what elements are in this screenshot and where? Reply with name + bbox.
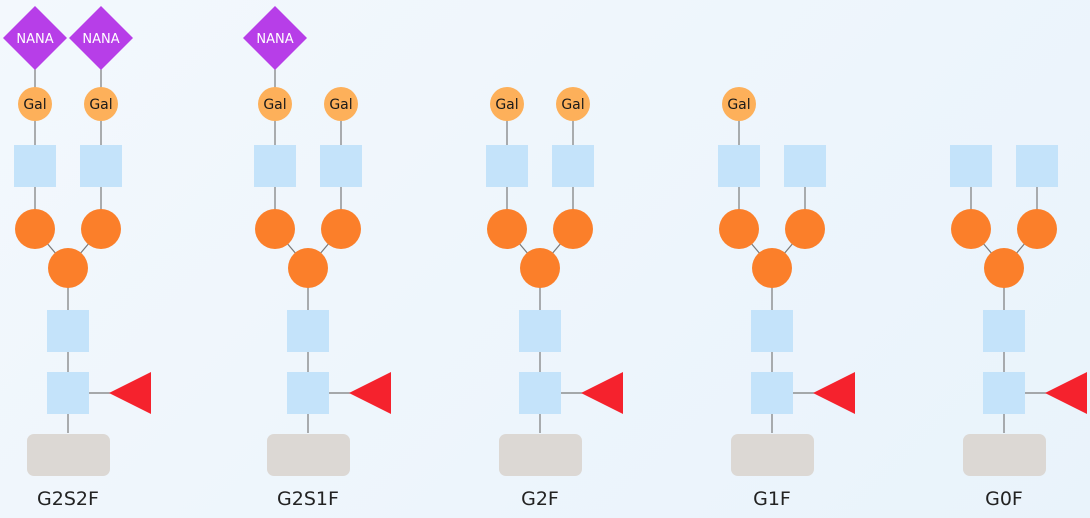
arm-glcnac-square xyxy=(80,145,122,187)
arm-mannose-circle xyxy=(553,209,593,249)
core-mannose-circle xyxy=(520,248,560,288)
galactose-circle xyxy=(84,87,118,121)
core-mannose-circle xyxy=(288,248,328,288)
galactose-circle xyxy=(324,87,358,121)
sialic-acid-diamond xyxy=(243,6,307,70)
core-glcnac-square xyxy=(983,310,1025,352)
core-glcnac-square xyxy=(519,310,561,352)
reducing-end-base xyxy=(267,434,350,476)
core-glcnac-square xyxy=(287,310,329,352)
core-mannose-circle xyxy=(48,248,88,288)
galactose-circle xyxy=(490,87,524,121)
glycan-name-label: G2S2F xyxy=(37,488,99,510)
glycan-g0f: G0F xyxy=(950,145,1087,510)
fucose-triangle-icon xyxy=(1045,372,1087,414)
reducing-end-base xyxy=(27,434,110,476)
arm-mannose-circle xyxy=(15,209,55,249)
arm-mannose-circle xyxy=(321,209,361,249)
galactose-circle xyxy=(722,87,756,121)
galactose-label: Gal xyxy=(495,97,518,113)
core-glcnac-square xyxy=(47,310,89,352)
arm-glcnac-square xyxy=(718,145,760,187)
arm-mannose-circle xyxy=(1017,209,1057,249)
arm-mannose-circle xyxy=(81,209,121,249)
glycan-name-label: G1F xyxy=(753,488,791,510)
galactose-label: Gal xyxy=(89,97,112,113)
glycan-name-label: G2F xyxy=(521,488,559,510)
arm-glcnac-square xyxy=(254,145,296,187)
arm-mannose-circle xyxy=(719,209,759,249)
reducing-end-base xyxy=(731,434,814,476)
arm-mannose-circle xyxy=(487,209,527,249)
sialic-acid-label: NANA xyxy=(16,32,53,47)
fucose-triangle-icon xyxy=(109,372,151,414)
fucose-triangle-icon xyxy=(813,372,855,414)
arm-mannose-circle xyxy=(785,209,825,249)
galactose-label: Gal xyxy=(561,97,584,113)
glycan-name-label: G0F xyxy=(985,488,1023,510)
core-mannose-circle xyxy=(984,248,1024,288)
core-glcnac-square xyxy=(519,372,561,414)
arm-glcnac-square xyxy=(784,145,826,187)
galactose-circle xyxy=(258,87,292,121)
fucose-triangle-icon xyxy=(581,372,623,414)
arm-glcnac-square xyxy=(486,145,528,187)
arm-glcnac-square xyxy=(14,145,56,187)
galactose-label: Gal xyxy=(329,97,352,113)
galactose-circle xyxy=(18,87,52,121)
galactose-circle xyxy=(556,87,590,121)
reducing-end-base xyxy=(963,434,1046,476)
sialic-acid-diamond xyxy=(69,6,133,70)
core-glcnac-square xyxy=(287,372,329,414)
sialic-acid-diamond xyxy=(3,6,67,70)
sialic-acid-label: NANA xyxy=(256,32,293,47)
core-glcnac-square xyxy=(983,372,1025,414)
arm-mannose-circle xyxy=(255,209,295,249)
glycan-g2s2f: Gal NANA Gal NANA G2S2F xyxy=(3,6,151,510)
glycan-name-label: G2S1F xyxy=(277,488,339,510)
core-mannose-circle xyxy=(752,248,792,288)
reducing-end-base xyxy=(499,434,582,476)
galactose-label: Gal xyxy=(263,97,286,113)
core-glcnac-square xyxy=(751,372,793,414)
arm-glcnac-square xyxy=(950,145,992,187)
arm-glcnac-square xyxy=(1016,145,1058,187)
arm-glcnac-square xyxy=(320,145,362,187)
fucose-triangle-icon xyxy=(349,372,391,414)
core-glcnac-square xyxy=(47,372,89,414)
galactose-label: Gal xyxy=(23,97,46,113)
arm-glcnac-square xyxy=(552,145,594,187)
core-glcnac-square xyxy=(751,310,793,352)
galactose-label: Gal xyxy=(727,97,750,113)
arm-mannose-circle xyxy=(951,209,991,249)
sialic-acid-label: NANA xyxy=(82,32,119,47)
